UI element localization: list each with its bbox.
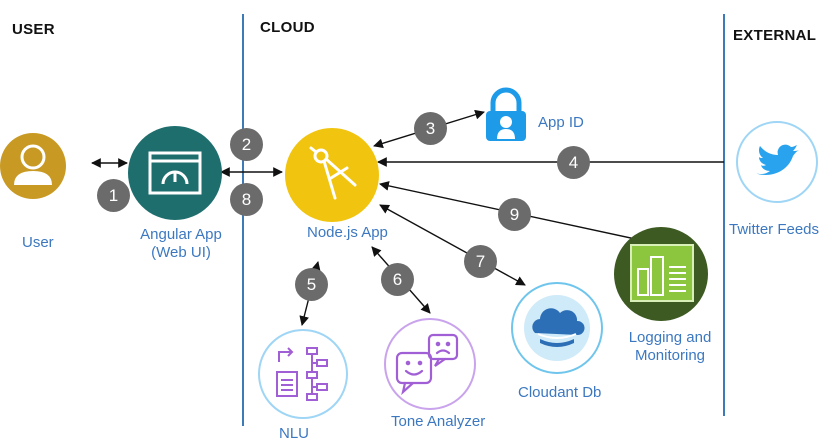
twitter-node xyxy=(735,120,819,209)
logging-label: Logging and Monitoring xyxy=(620,329,720,365)
nodejs-app-label: Node.js App xyxy=(307,224,388,241)
angular-app-node xyxy=(128,126,222,225)
section-external-title: EXTERNAL xyxy=(733,27,817,44)
logging-label-line2: Monitoring xyxy=(634,347,706,364)
lock-person-icon xyxy=(486,87,526,141)
step-badge-4: 4 xyxy=(557,146,590,179)
nodejs-app-node xyxy=(285,128,379,227)
speech-bubbles-faces-icon xyxy=(384,318,476,410)
compass-icon xyxy=(285,128,379,222)
section-cloud-title: CLOUD xyxy=(260,19,315,36)
angular-app-label: Angular App (Web UI) xyxy=(135,226,227,262)
tone-analyzer-node xyxy=(383,317,477,416)
step-badge-9: 9 xyxy=(498,198,531,231)
cloud-database-icon xyxy=(511,282,603,374)
angular-app-label-line2: (Web UI) xyxy=(151,244,211,261)
user-cloud-divider xyxy=(242,14,244,426)
logging-node xyxy=(614,227,708,326)
nlu-node xyxy=(257,328,349,425)
edge-node-cloudant xyxy=(379,204,526,286)
appid-node xyxy=(484,85,528,150)
angular-app-label-line1: Angular App xyxy=(140,226,222,243)
cloudant-node xyxy=(510,281,604,380)
document-tree-icon xyxy=(258,329,348,419)
step-badge-1: 1 xyxy=(97,179,130,212)
user-label: User xyxy=(22,234,54,251)
section-user-title: USER xyxy=(12,21,55,38)
twitter-label: Twitter Feeds xyxy=(729,221,820,238)
bird-icon xyxy=(736,121,818,203)
tone-analyzer-label: Tone Analyzer xyxy=(391,413,486,430)
step-badge-2: 2 xyxy=(230,128,263,161)
user-node xyxy=(0,133,66,204)
person-icon xyxy=(0,133,66,199)
cloudant-label: Cloudant Db xyxy=(518,384,602,401)
step-badge-7: 7 xyxy=(464,245,497,278)
step-badge-5: 5 xyxy=(295,268,328,301)
logging-label-line1: Logging and xyxy=(628,329,712,346)
bar-chart-icon xyxy=(614,227,708,321)
appid-label: App ID xyxy=(538,114,584,131)
nlu-label: NLU xyxy=(279,425,310,442)
step-badge-3: 3 xyxy=(414,112,447,145)
gauge-window-icon xyxy=(128,126,222,220)
step-badge-8: 8 xyxy=(230,183,263,216)
cloud-external-divider xyxy=(723,14,725,416)
step-badge-6: 6 xyxy=(381,263,414,296)
